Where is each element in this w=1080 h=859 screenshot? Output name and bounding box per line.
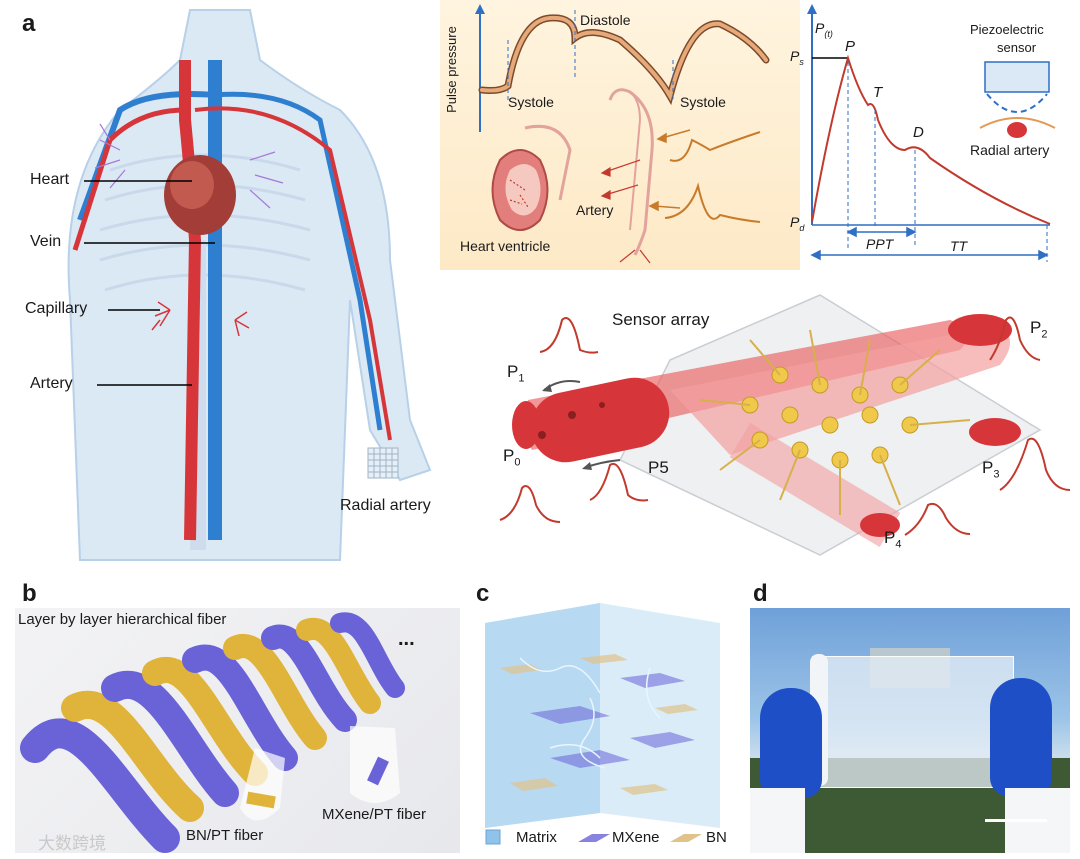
- label-capillary: Capillary: [25, 300, 87, 318]
- label-p3: P3: [982, 458, 999, 480]
- pd-sub: d: [799, 223, 804, 233]
- label-tt: TT: [950, 238, 967, 254]
- p-t-main: P: [815, 20, 824, 36]
- waveform-chart: [800, 0, 1080, 270]
- p-t-sub: (t): [824, 29, 833, 39]
- label-peak-t: T: [873, 84, 882, 101]
- left-glove: [760, 688, 822, 798]
- p0-main: P: [503, 446, 514, 465]
- p4-sub: 4: [895, 538, 901, 550]
- pd-main: P: [790, 214, 799, 230]
- label-p0: P0: [503, 446, 520, 468]
- film-photo: [750, 608, 1070, 853]
- left-sleeve: [750, 788, 805, 853]
- panel-label-d: d: [753, 580, 768, 608]
- label-p5: P5: [648, 458, 669, 478]
- p1-sub: 1: [518, 372, 524, 384]
- label-heart: Heart: [30, 171, 69, 189]
- label-piezo-sensor-1: Piezoelectric: [970, 22, 1044, 37]
- label-ps: Ps: [790, 48, 804, 67]
- label-p2: P2: [1030, 318, 1047, 340]
- label-diastole: Diastole: [580, 12, 631, 28]
- label-heart-ventricle: Heart ventricle: [460, 238, 550, 254]
- label-radial-artery: Radial artery: [340, 497, 431, 515]
- p4-main: P: [884, 528, 895, 547]
- label-ppt: PPT: [866, 236, 893, 252]
- label-p4: P4: [884, 528, 901, 550]
- label-mxene-fiber: MXene/PT fiber: [322, 806, 426, 823]
- watermark: 大数跨境: [38, 829, 106, 854]
- label-p-t-axis: P(t): [815, 20, 833, 39]
- p3-sub: 3: [993, 468, 999, 480]
- p3-main: P: [982, 458, 993, 477]
- label-artery-sketch: Artery: [576, 202, 613, 218]
- label-peak-d: D: [913, 124, 924, 141]
- p2-sub: 2: [1041, 328, 1047, 340]
- label-pd: Pd: [790, 214, 804, 233]
- label-vein: Vein: [30, 233, 61, 251]
- label-systole-right: Systole: [680, 94, 726, 110]
- label-waveform-radial-artery: Radial artery: [970, 142, 1049, 158]
- label-peak-p: P: [845, 38, 855, 55]
- transparent-film: [812, 656, 1014, 788]
- legend-matrix: Matrix: [516, 829, 557, 846]
- label-p1: P1: [507, 362, 524, 384]
- scale-bar: [985, 819, 1047, 822]
- right-glove: [990, 678, 1052, 796]
- label-piezo-sensor-2: sensor: [997, 40, 1036, 55]
- ps-sub: s: [799, 57, 804, 67]
- label-sensor-array: Sensor array: [612, 310, 709, 330]
- ps-main: P: [790, 48, 799, 64]
- p1-main: P: [507, 362, 518, 381]
- label-artery: Artery: [30, 375, 73, 393]
- ylabel-pulse-pressure: Pulse pressure: [444, 26, 459, 113]
- label-bn-fiber: BN/PT fiber: [186, 827, 263, 844]
- sensor-array-illustration: [480, 290, 1080, 560]
- label-systole-left: Systole: [508, 94, 554, 110]
- legend-mxene: MXene: [612, 829, 660, 846]
- pulse-wave-diagram: [440, 0, 800, 270]
- panel-label-b: b: [22, 580, 37, 608]
- p2-main: P: [1030, 318, 1041, 337]
- anatomy-illustration: [0, 0, 480, 560]
- p0-sub: 0: [514, 456, 520, 468]
- legend-bn: BN: [706, 829, 727, 846]
- composite-cube: [470, 598, 740, 858]
